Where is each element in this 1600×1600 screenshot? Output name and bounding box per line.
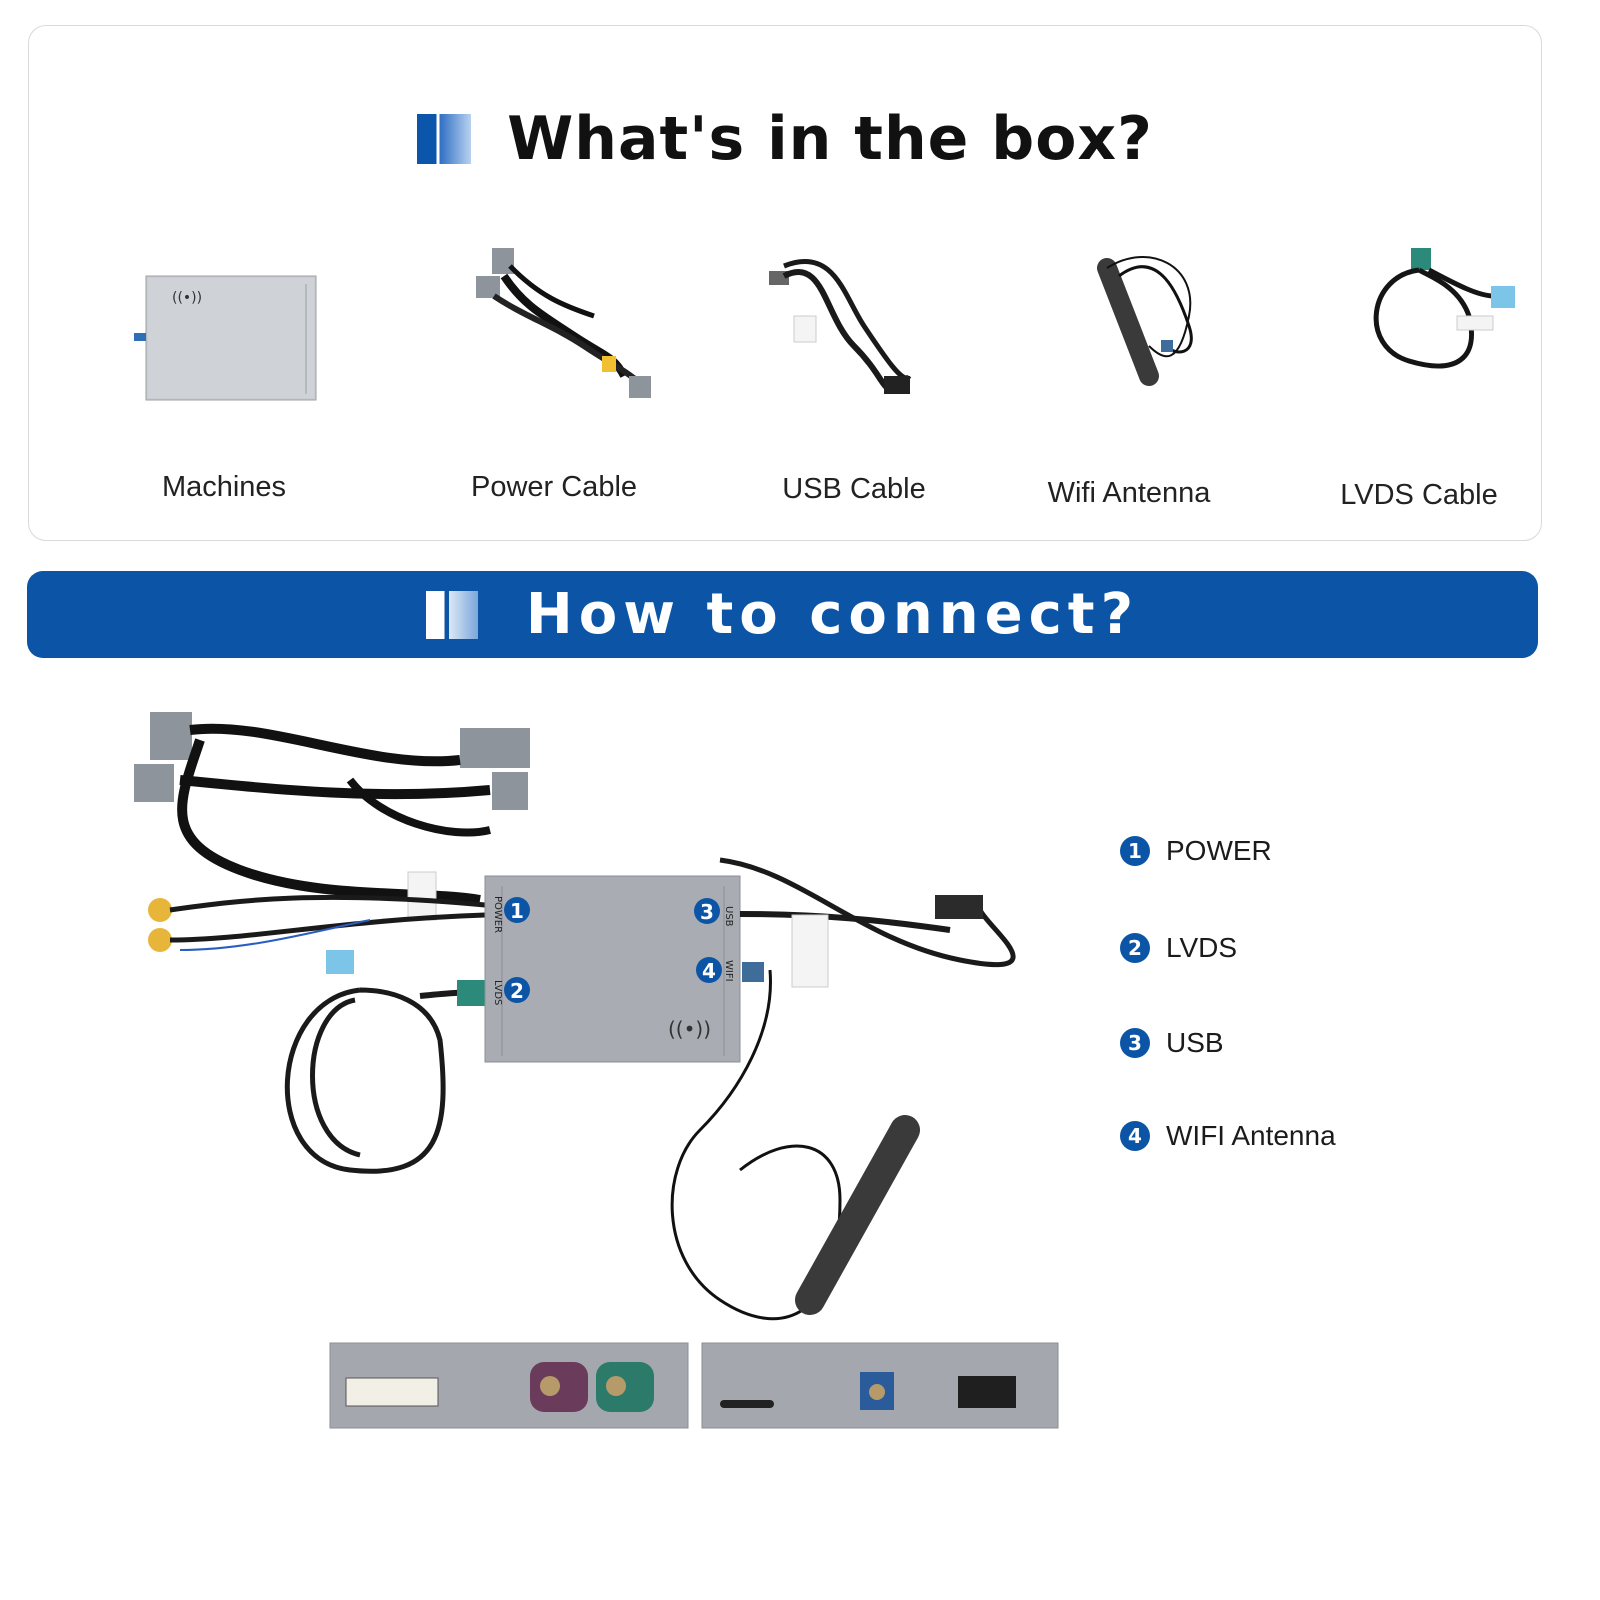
- legend-item: 2 LVDS: [1120, 932, 1420, 964]
- legend-number: 4: [1120, 1121, 1150, 1151]
- port-label-power: POWER: [492, 896, 503, 933]
- power-cable-image: [476, 248, 651, 398]
- port-label-wifi: WIFI: [723, 960, 734, 982]
- legend-item: 3 USB: [1120, 1027, 1420, 1059]
- item-usb-cable: USB Cable: [714, 226, 994, 526]
- item-label: USB Cable: [782, 473, 926, 505]
- port-label-usb: USB: [723, 906, 734, 927]
- lvds-cable: [284, 950, 485, 1174]
- legend-number: 3: [1120, 1028, 1150, 1058]
- item-wifi-antenna: Wifi Antenna: [989, 226, 1269, 526]
- box-title-row: What's in the box?: [29, 104, 1541, 174]
- power-harness: [134, 712, 530, 952]
- lvds-cable-image: [1373, 248, 1515, 369]
- connection-diagram: ((•)) POWER LVDS USB WIFI 1 2 3 4: [134, 712, 1059, 1429]
- badge-1: 1: [510, 899, 524, 923]
- legend-label: USB: [1166, 1027, 1224, 1058]
- box-items: ((•)) Machines Power Cable: [69, 226, 1515, 526]
- item-label: Wifi Antenna: [1047, 477, 1211, 509]
- legend-item: 4 WIFI Antenna: [1120, 1120, 1420, 1152]
- badge-4: 4: [702, 959, 716, 983]
- wifi-antenna-image: [1097, 256, 1193, 386]
- device-port-view-left: [329, 1342, 689, 1429]
- badge-3: 3: [700, 900, 714, 924]
- wifi-antenna: [670, 962, 920, 1321]
- device-port-view-right: [701, 1342, 1059, 1429]
- legend-label: POWER: [1166, 835, 1272, 866]
- box-section-title: What's in the box?: [507, 104, 1153, 174]
- whats-in-the-box-panel: What's in the box? ((•)) Machines: [28, 25, 1542, 541]
- legend-item: 1 POWER: [1120, 835, 1420, 867]
- legend-label: WIFI Antenna: [1166, 1120, 1336, 1151]
- title-mark-icon: [425, 590, 478, 639]
- item-power-cable: Power Cable: [414, 226, 694, 526]
- how-to-connect-banner: How to connect?: [27, 571, 1538, 658]
- machine-image: ((•)): [134, 275, 317, 401]
- item-lvds-cable: LVDS Cable: [1279, 226, 1559, 526]
- item-label: Power Cable: [470, 471, 638, 503]
- port-label-lvds: LVDS: [492, 980, 503, 1005]
- device-box: ((•)) POWER LVDS USB WIFI 1 2 3 4: [484, 875, 741, 1063]
- item-label: Machines: [161, 471, 287, 503]
- item-label: LVDS Cable: [1340, 479, 1498, 511]
- title-mark-icon: [417, 114, 472, 164]
- connect-section-title: How to connect?: [525, 582, 1140, 647]
- usb-cable: [719, 857, 1016, 988]
- legend-number: 2: [1120, 933, 1150, 963]
- legend-number: 1: [1120, 836, 1150, 866]
- legend-label: LVDS: [1166, 932, 1238, 963]
- usb-cable-image: [769, 258, 912, 394]
- wireless-signal-icon: ((•)): [668, 1017, 711, 1041]
- badge-2: 2: [510, 979, 524, 1003]
- wireless-signal-icon: ((•)): [172, 290, 202, 306]
- item-machine: ((•)) Machines: [84, 226, 364, 526]
